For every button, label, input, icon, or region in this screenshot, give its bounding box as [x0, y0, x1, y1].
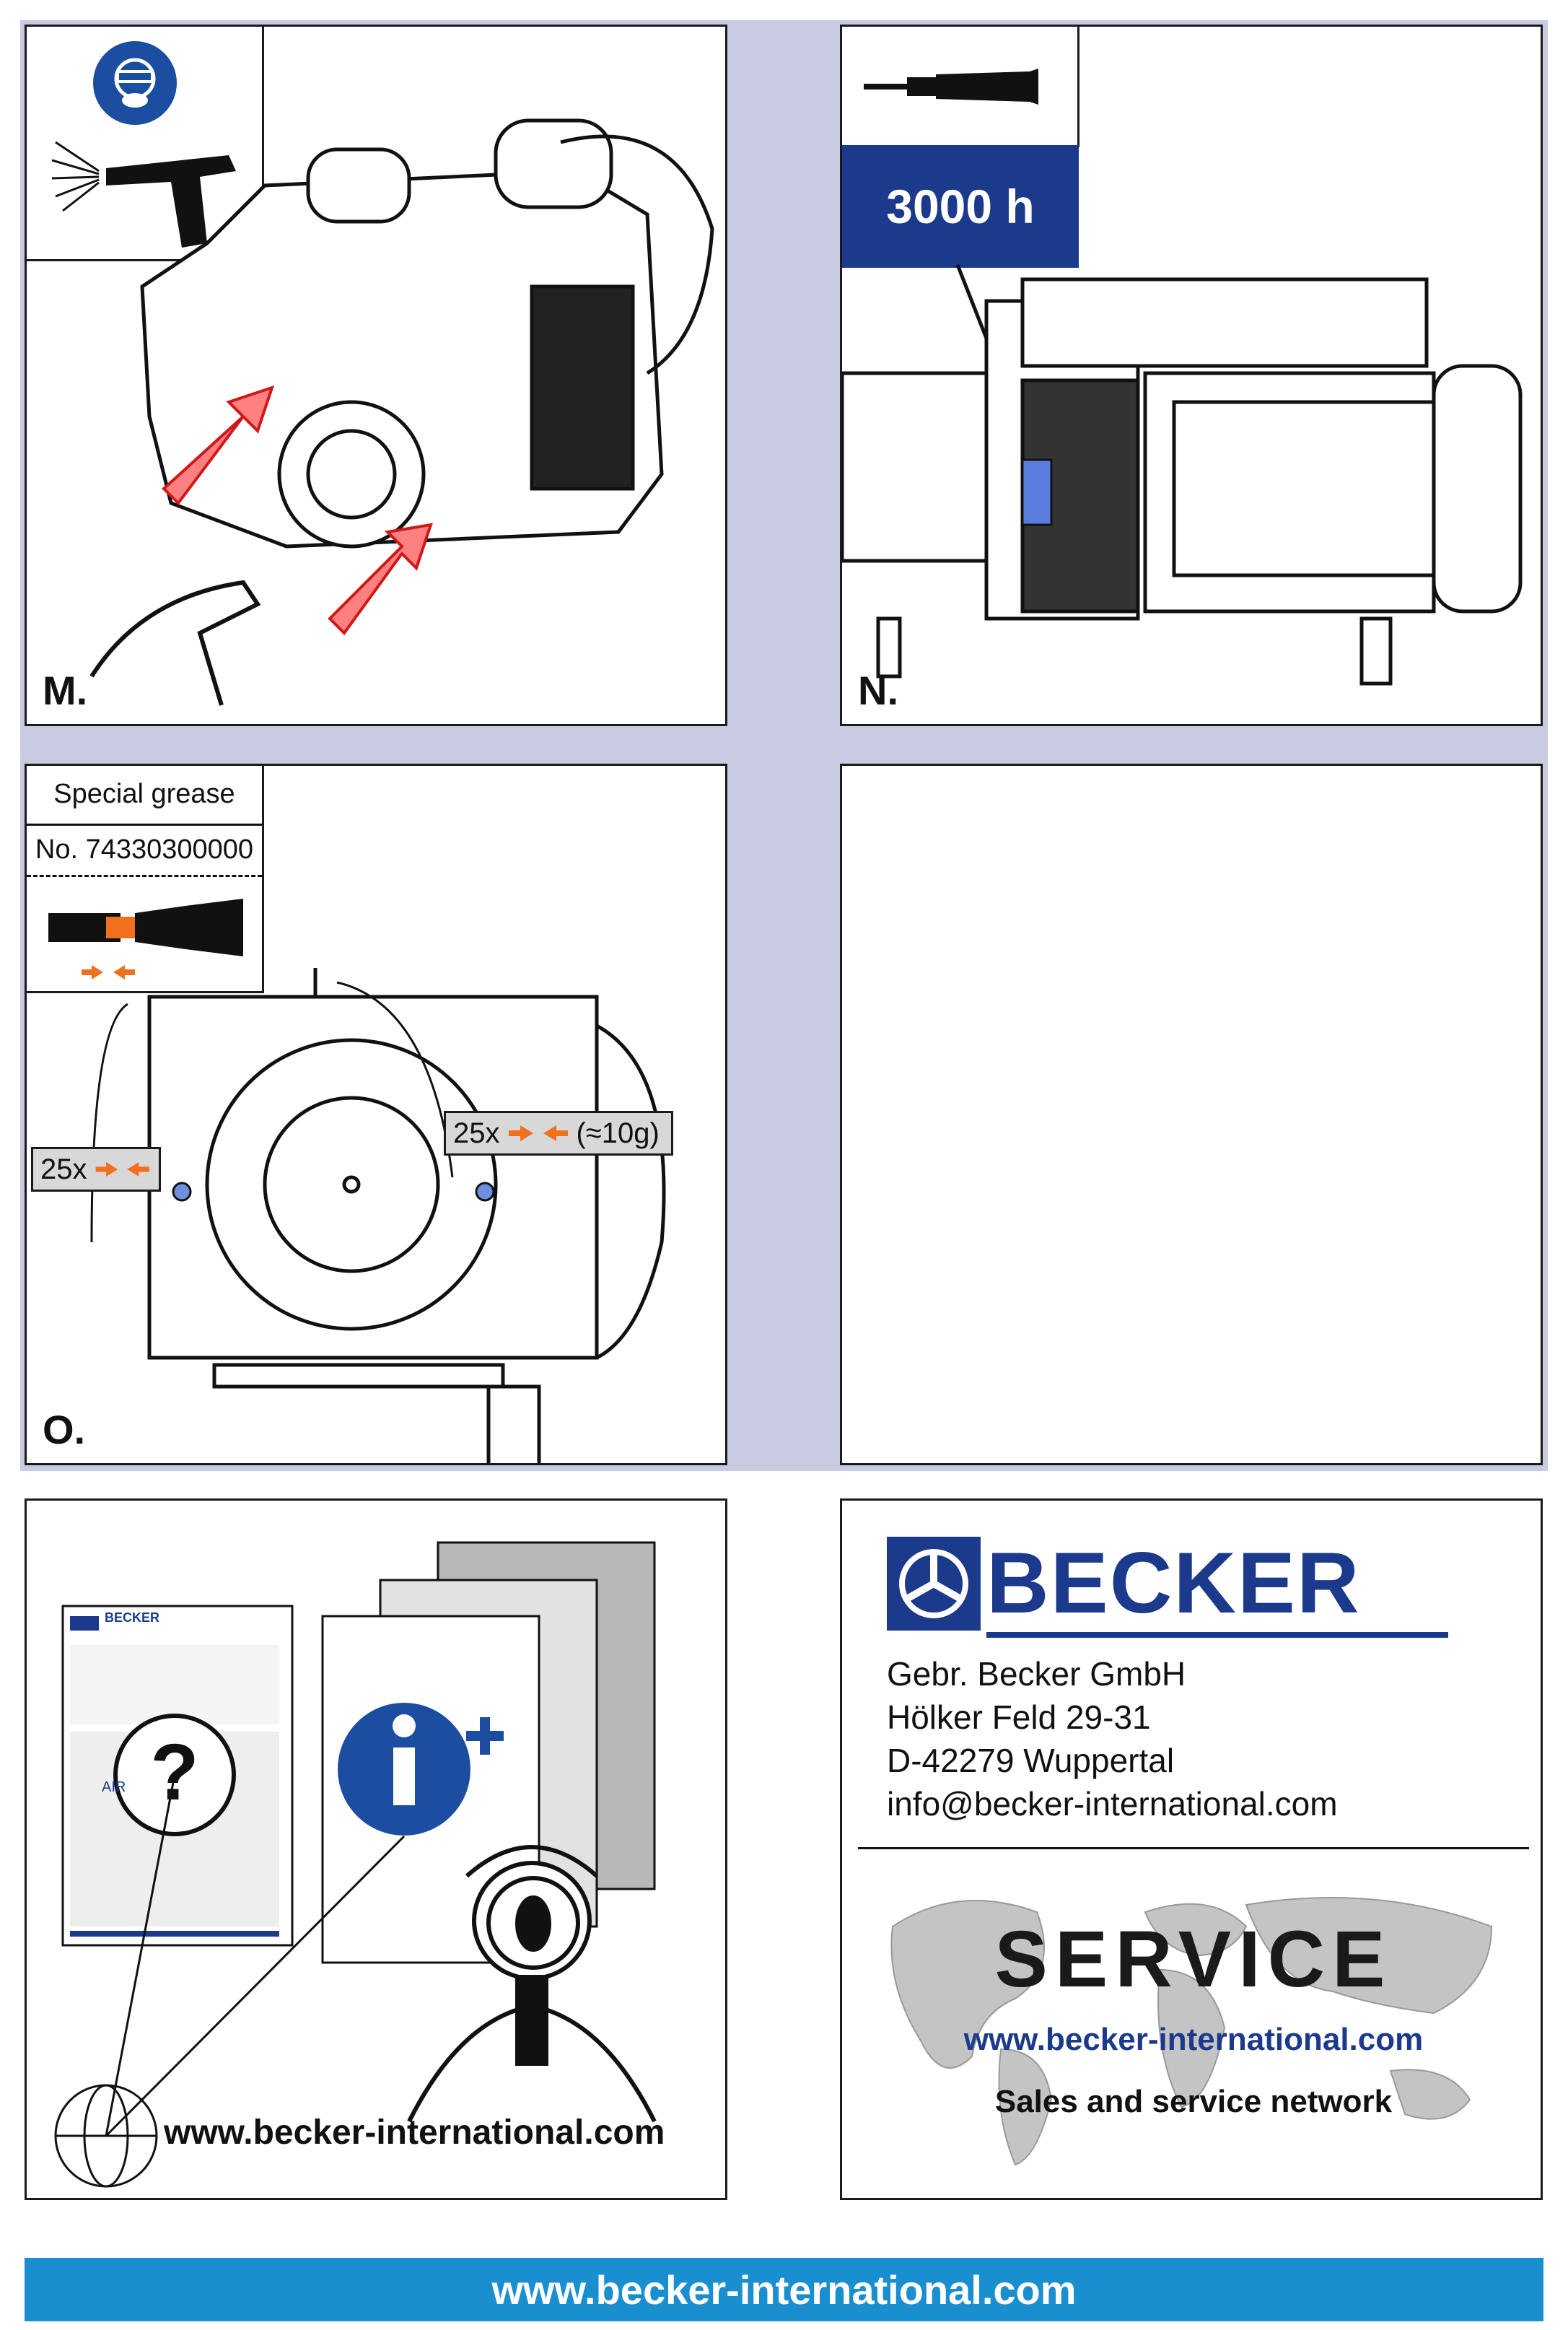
grease-callout-right: 25x (≈10g)	[444, 1111, 673, 1156]
special-grease-inset: Special grease No. 74330300000	[27, 766, 264, 993]
grease-callout-left: 25x	[31, 1147, 161, 1192]
panel-n: 3000 h N.	[840, 25, 1543, 726]
press-arrows-icon	[82, 965, 135, 979]
magnifier-person-icon	[407, 1845, 657, 2123]
service-url[interactable]: www.becker-international.com	[963, 2022, 1424, 2057]
svg-text:?: ?	[150, 1728, 198, 1817]
globe-icon	[54, 1774, 406, 2188]
contact-panel: BECKER Gebr. Becker GmbH Hölker Feld 29-…	[840, 1498, 1543, 2200]
press-arrows-icon	[95, 1162, 149, 1177]
contact-brand: BECKER	[986, 1535, 1361, 1631]
info-url[interactable]: www.becker-international.com	[164, 2113, 665, 2152]
air-gun-icon	[51, 141, 236, 248]
pump-drawing-n	[842, 264, 1523, 686]
callout-right-amount: (≈10g)	[576, 1117, 660, 1149]
callout-left-count: 25x	[40, 1153, 87, 1185]
footer-url[interactable]: www.becker-international.com	[491, 2266, 1077, 2313]
panel-label-n: N.	[858, 668, 898, 713]
footer-url-bar[interactable]: www.becker-international.com	[25, 2258, 1543, 2321]
company-city: D-42279 Wuppertal	[887, 1742, 1175, 1779]
grease-nozzle-icon	[48, 899, 243, 956]
ppe-inset	[27, 27, 264, 261]
doc-air-label: AIR	[102, 1779, 126, 1795]
becker-logo-icon	[887, 1537, 981, 1631]
info-illustration: ?	[54, 1541, 657, 2188]
panel-label-m: M.	[43, 668, 88, 713]
grease-number: No. 74330300000	[27, 826, 262, 877]
panel-label-o: O.	[43, 1407, 86, 1452]
info-panel: ? BECKER AIR www.becker-international.co…	[25, 1498, 727, 2200]
company-name: Gebr. Becker GmbH	[887, 1655, 1186, 1693]
panel-o: Special grease No. 74330300000	[25, 764, 727, 1465]
panel-m: M.	[25, 25, 727, 726]
service-network: Sales and service network	[994, 2084, 1393, 2119]
pump-drawing-o	[90, 968, 666, 1463]
company-street: Hölker Feld 29-31	[887, 1698, 1151, 1736]
panel-blank	[840, 764, 1543, 1465]
pump-drawing-m	[89, 118, 714, 706]
callout-right-count: 25x	[453, 1117, 500, 1149]
world-map-icon	[890, 1897, 1493, 2166]
doc-brand: BECKER	[105, 1610, 160, 1625]
company-email[interactable]: info@becker-international.com	[887, 1785, 1338, 1823]
service-title: SERVICE	[994, 1915, 1393, 2004]
grease-title: Special grease	[27, 766, 262, 826]
press-arrows-icon	[508, 1125, 568, 1141]
grease-gun-icon	[864, 69, 1038, 105]
interval-badge: 3000 h	[842, 145, 1079, 268]
info-plus-icon	[338, 1703, 504, 1836]
